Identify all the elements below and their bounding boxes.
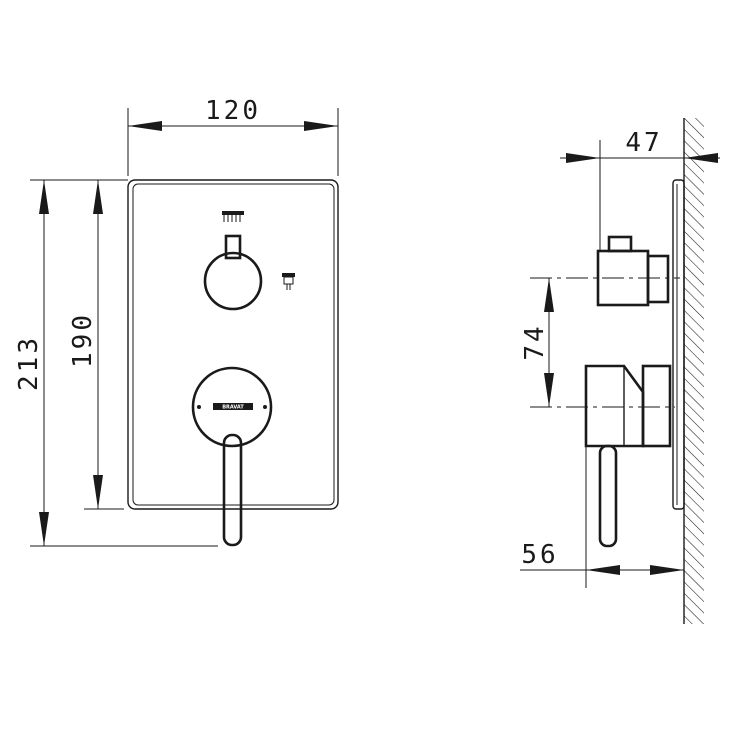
dim-depth: 47 <box>560 128 720 250</box>
side-diverter <box>596 235 670 307</box>
dim-depth-label: 47 <box>625 128 662 158</box>
cover-plate-inner <box>132 183 335 506</box>
dim-height-plate: 190 <box>68 180 124 510</box>
dim-axis-spacing: 74 <box>520 278 554 407</box>
dim-lever-depth: 56 <box>520 446 684 588</box>
overhead-shower-icon <box>222 211 244 222</box>
front-view: BRAVAT 120 213 190 <box>14 96 339 547</box>
side-cover-plate <box>672 179 685 510</box>
main-lever: BRAVAT <box>191 366 273 547</box>
dim-height-plate-label: 190 <box>68 312 98 368</box>
wall-hatch <box>684 118 704 624</box>
dim-axis-spacing-label: 74 <box>520 323 550 360</box>
hand-shower-icon <box>282 273 295 290</box>
dim-height-outer-label: 213 <box>14 335 44 391</box>
dim-lever-depth-label: 56 <box>521 540 558 570</box>
dim-height-outer: 213 <box>14 179 218 547</box>
side-view: 47 74 56 <box>520 118 720 624</box>
side-lever <box>584 364 672 548</box>
diverter-knob <box>203 234 263 311</box>
cover-plate <box>127 179 339 510</box>
dim-width: 120 <box>127 96 339 176</box>
dim-width-label: 120 <box>205 96 261 126</box>
brand-logo: BRAVAT <box>222 405 244 411</box>
